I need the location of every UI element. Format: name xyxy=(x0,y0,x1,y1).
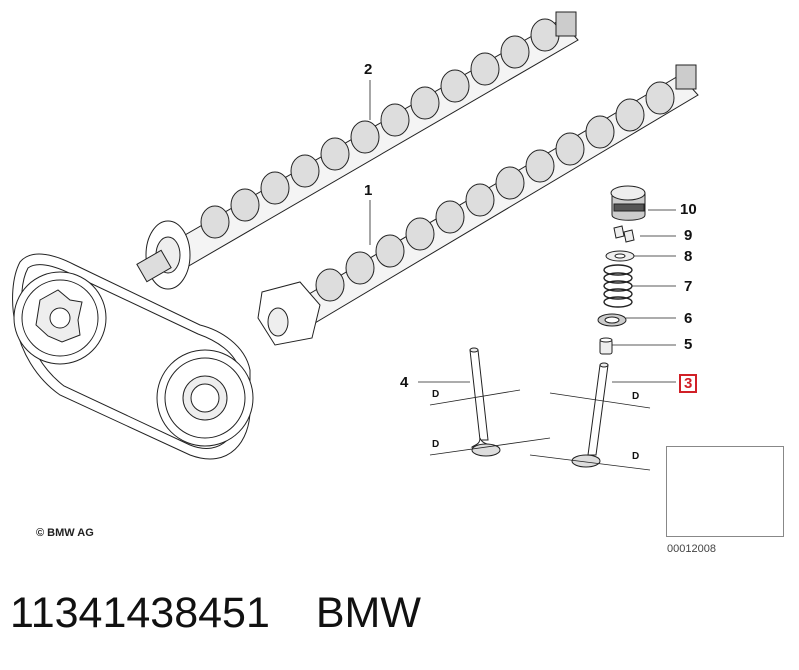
sprocket-left xyxy=(13,271,107,365)
exploded-view-diagram xyxy=(12,11,783,529)
dimension-mark: D xyxy=(632,451,640,462)
copyright-notice: © BMW AG xyxy=(36,527,94,539)
valve-stem-seal xyxy=(597,313,627,327)
valve-intake xyxy=(469,347,501,457)
callout-1: 1 xyxy=(364,182,373,199)
callout-4: 4 xyxy=(400,374,409,391)
camshaft-upper xyxy=(136,11,579,290)
callout-5: 5 xyxy=(684,336,693,353)
camshaft-lower xyxy=(257,64,699,346)
valve-spring xyxy=(603,264,633,308)
leader-lines xyxy=(369,80,676,471)
callout-6: 6 xyxy=(684,310,693,327)
bucket-tappet xyxy=(610,185,646,221)
brand-name: BMW xyxy=(315,588,421,637)
dimension-mark: D xyxy=(632,391,640,402)
spring-seat xyxy=(599,337,613,355)
thumbnail-frame xyxy=(666,446,784,537)
valve-collet xyxy=(613,225,635,243)
part-number: 11341438451 xyxy=(10,588,270,637)
spring-retainer xyxy=(605,250,635,262)
valve-exhaust xyxy=(571,362,609,468)
callout-3-highlighted[interactable]: 3 xyxy=(679,374,698,393)
callout-8: 8 xyxy=(684,248,693,265)
dimension-mark: D xyxy=(432,439,440,450)
thumbnail-image-id: 00012008 xyxy=(667,543,716,555)
callout-2: 2 xyxy=(364,61,373,78)
callout-10: 10 xyxy=(680,201,697,218)
footer-caption: 11341438451 BMW xyxy=(10,588,421,638)
callout-7: 7 xyxy=(684,278,693,295)
dimension-mark: D xyxy=(432,389,440,400)
sprocket-right xyxy=(156,349,254,447)
callout-9: 9 xyxy=(684,227,693,244)
